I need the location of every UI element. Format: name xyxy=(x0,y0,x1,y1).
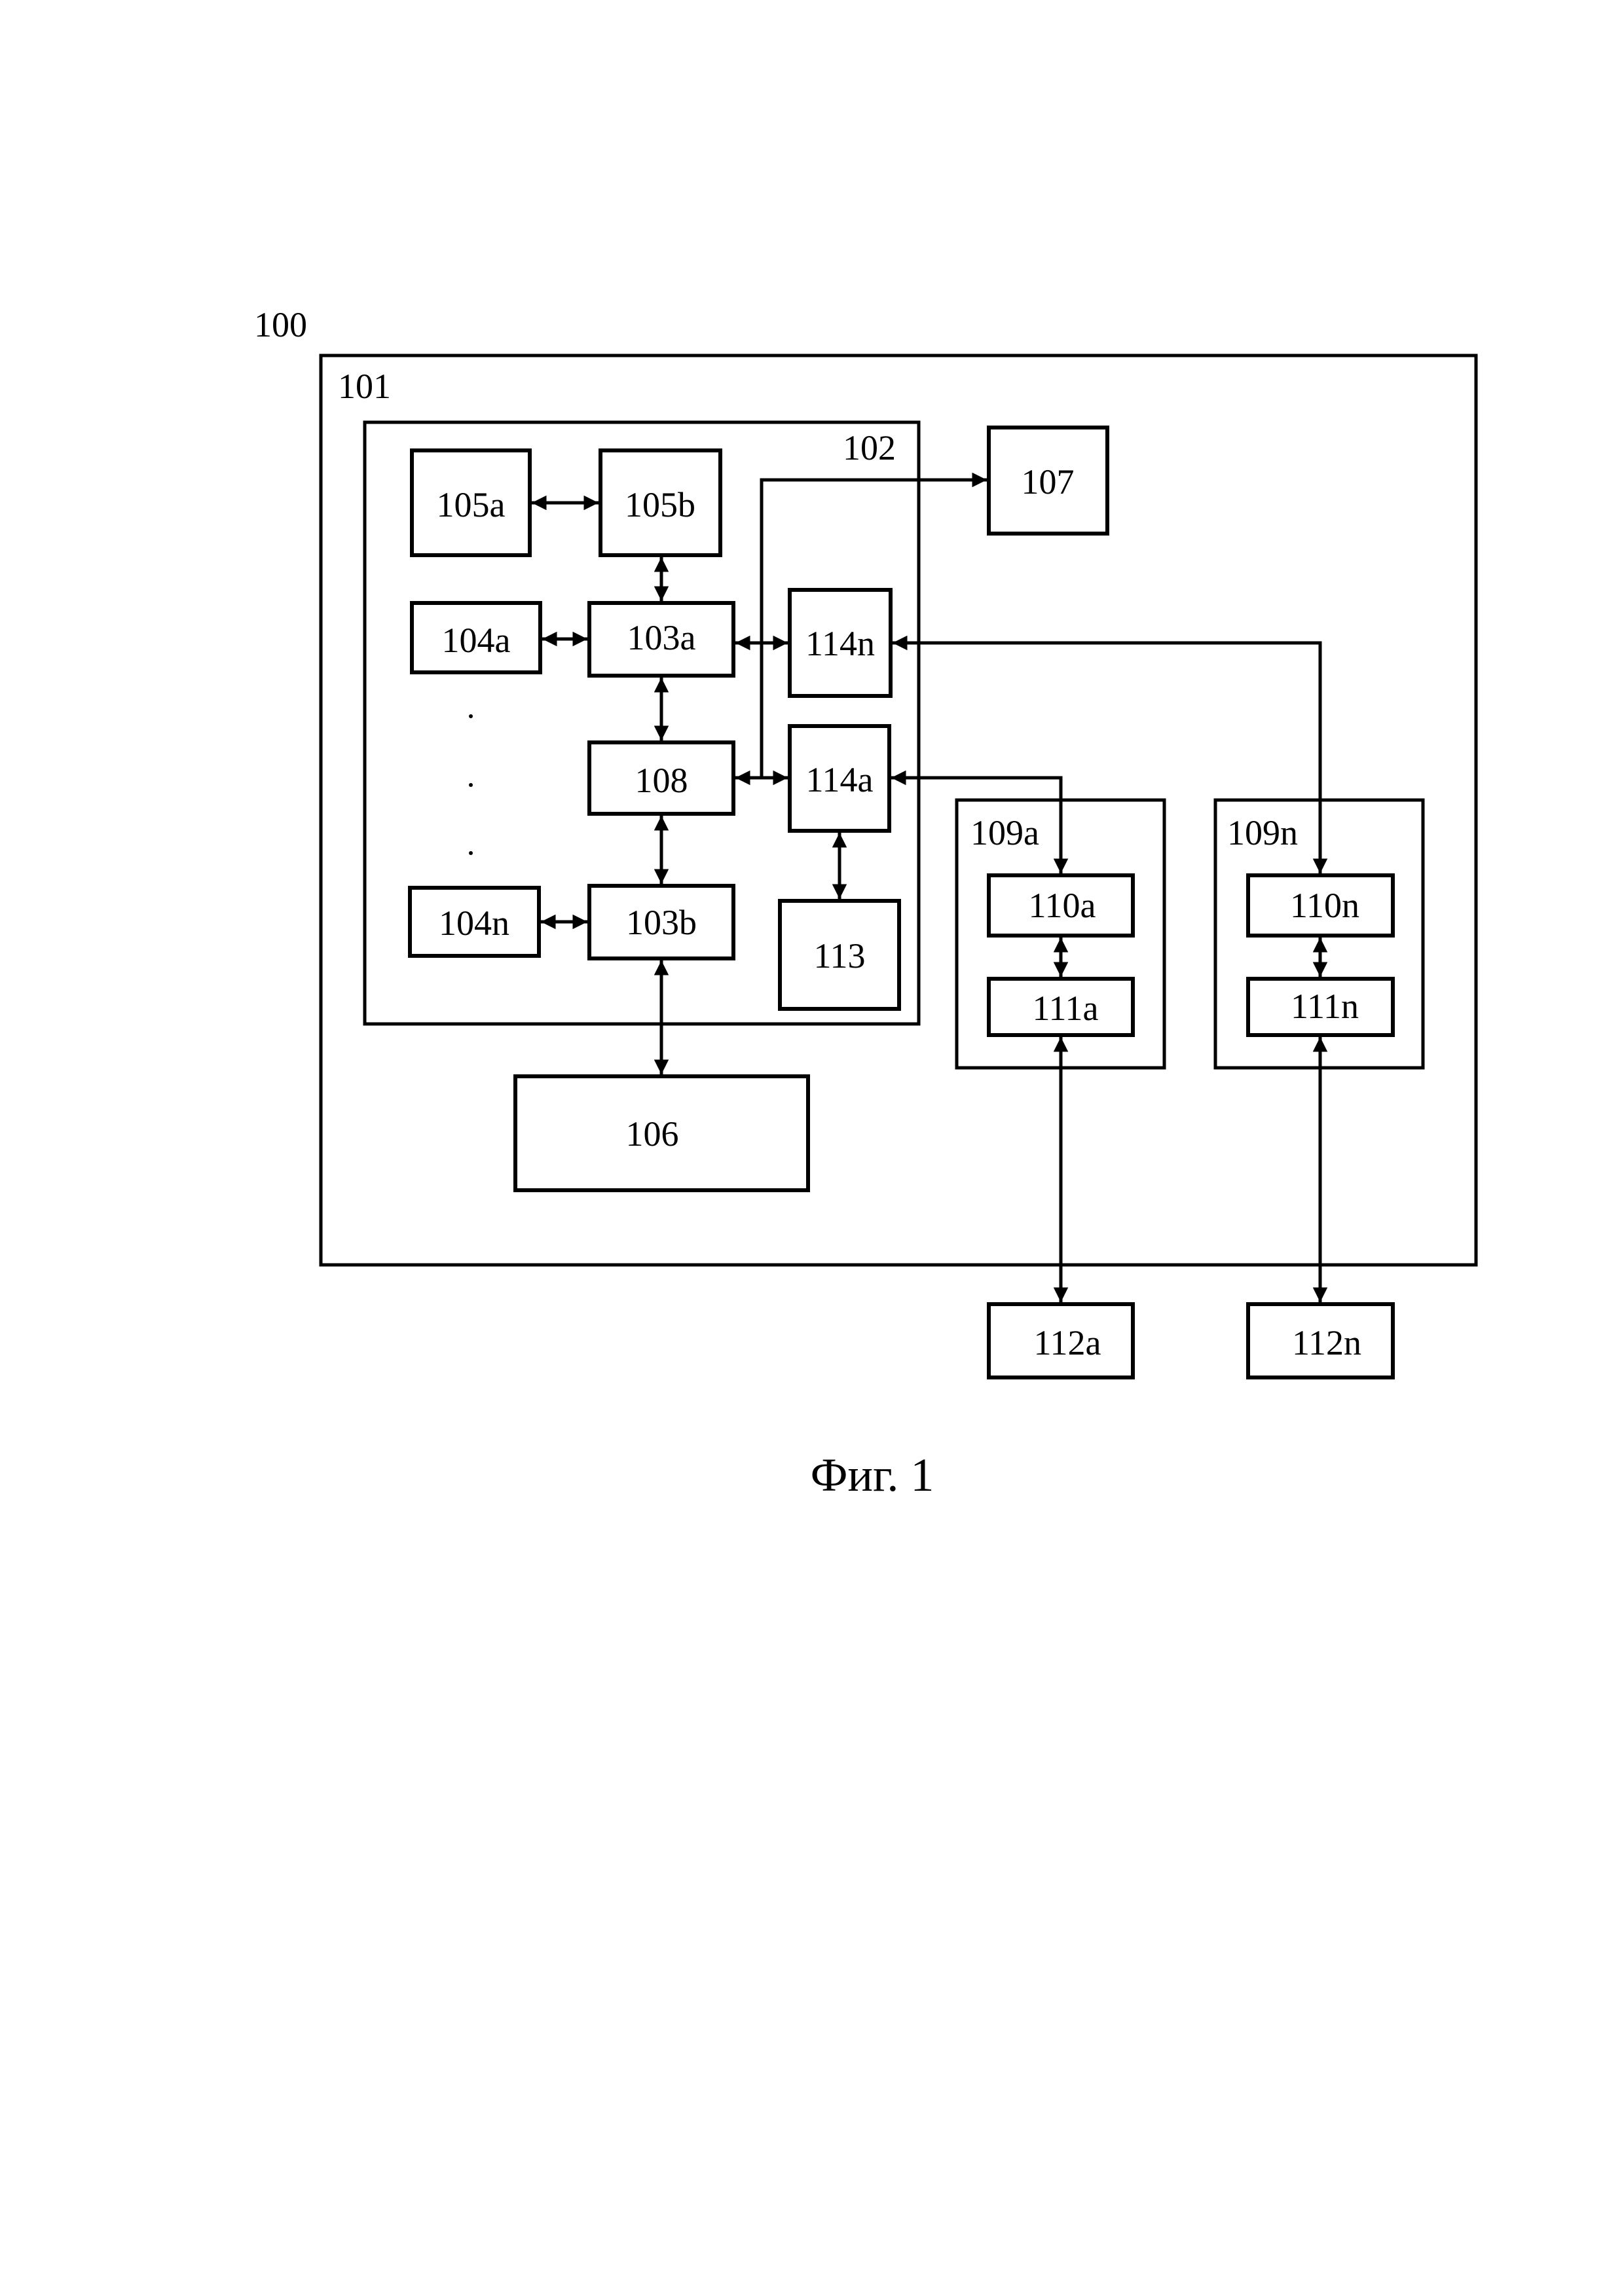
figure-caption: Фиг. 1 xyxy=(811,1449,934,1501)
block-103b: 103b xyxy=(587,884,735,960)
block-107-label: 107 xyxy=(1022,462,1075,501)
block-104n: 104n xyxy=(408,886,541,958)
block-105a-label: 105a xyxy=(437,485,506,524)
block-111a-label: 111a xyxy=(1033,989,1099,1028)
ellipsis-dot xyxy=(469,783,473,787)
block-105b: 105b xyxy=(599,448,722,557)
label-109a: 109a xyxy=(970,813,1039,852)
block-111a: 111a xyxy=(987,977,1135,1037)
block-114n: 114n xyxy=(788,588,893,698)
block-105b-label: 105b xyxy=(625,485,695,524)
label-101: 101 xyxy=(338,367,391,406)
block-110a: 110a xyxy=(987,873,1135,938)
block-112n: 112n xyxy=(1246,1302,1395,1379)
block-110n-label: 110n xyxy=(1290,886,1359,925)
block-114a-label: 114a xyxy=(806,760,874,799)
block-111n: 111n xyxy=(1246,977,1395,1037)
arrow-114a-110a xyxy=(891,770,1069,873)
block-105a: 105a xyxy=(410,448,532,557)
block-103a: 103a xyxy=(587,601,735,678)
block-106-label: 106 xyxy=(626,1114,679,1154)
connectors xyxy=(532,472,1328,1302)
block-108: 108 xyxy=(587,740,735,816)
block-106: 106 xyxy=(513,1074,810,1192)
block-103b-label: 103b xyxy=(626,903,697,942)
ellipsis-dot xyxy=(469,714,473,718)
block-113: 113 xyxy=(778,899,901,1011)
block-110n: 110n xyxy=(1246,873,1395,938)
arrow-114n-110n xyxy=(893,635,1328,873)
label-102: 102 xyxy=(843,428,896,467)
label-100: 100 xyxy=(254,305,307,344)
block-114a: 114a xyxy=(788,724,891,833)
label-109n: 109n xyxy=(1227,813,1298,852)
block-113-label: 113 xyxy=(814,936,866,975)
block-111n-label: 111n xyxy=(1291,987,1359,1026)
block-114n-label: 114n xyxy=(805,624,875,663)
block-104n-label: 104n xyxy=(439,903,509,943)
block-110a-label: 110a xyxy=(1029,886,1096,925)
ellipsis-dot xyxy=(469,851,473,855)
block-108-label: 108 xyxy=(635,761,688,800)
block-112a-label: 112a xyxy=(1034,1323,1101,1362)
block-112n-label: 112n xyxy=(1292,1323,1361,1362)
block-112a: 112a xyxy=(987,1302,1135,1379)
block-104a-label: 104a xyxy=(442,621,511,660)
arrow-108-107 xyxy=(760,472,987,778)
frame-101 xyxy=(319,354,1478,1267)
block-104a: 104a xyxy=(410,601,542,674)
block-103a-label: 103a xyxy=(627,618,696,657)
block-107: 107 xyxy=(987,426,1109,536)
